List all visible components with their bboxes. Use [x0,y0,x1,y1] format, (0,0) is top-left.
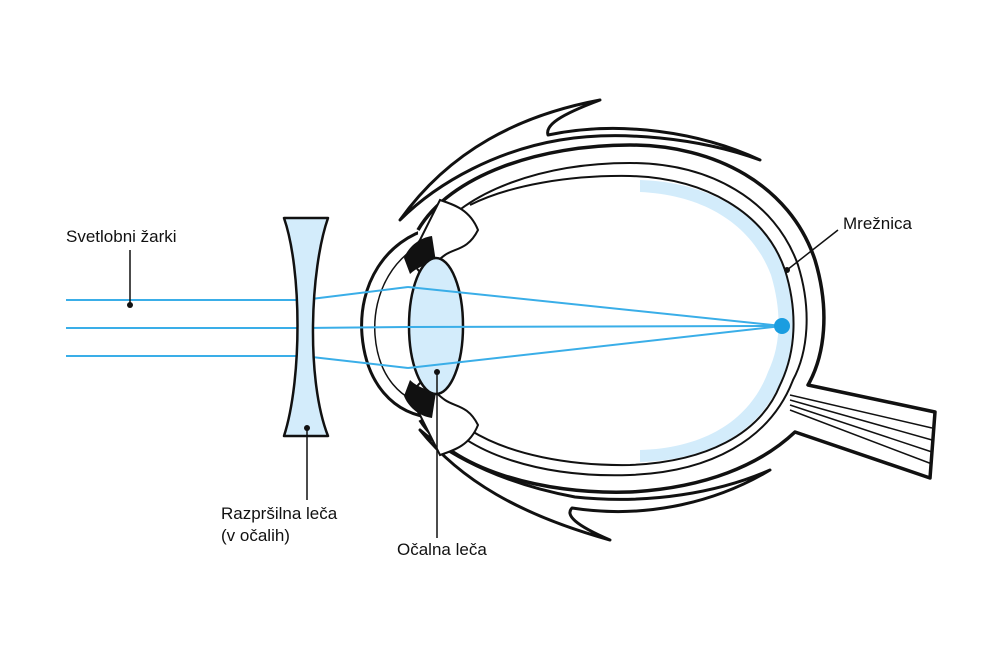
upper-eyelid [398,98,762,222]
iris-lower-dark [404,380,436,418]
lower-eyelid [418,428,772,542]
leader-lines [129,229,839,538]
label-diverging-lens-line1: Razpršilna leča [221,504,338,523]
sclera [416,143,937,494]
cornea [360,226,436,420]
focus-point [774,318,790,334]
label-retina: Mrežnica [843,214,912,233]
iris-upper-dark [404,236,436,274]
label-diverging-lens-line2: (v očalih) [221,526,290,545]
label-light-rays: Svetlobni žarki [66,227,177,246]
leader-dots [127,267,790,431]
choroid [431,161,808,477]
retina-outline [469,174,795,467]
diverging-lens [282,216,330,438]
light-rays [66,286,783,369]
label-eye-lens: Očalna leča [397,540,487,559]
optic-nerve [789,394,933,465]
